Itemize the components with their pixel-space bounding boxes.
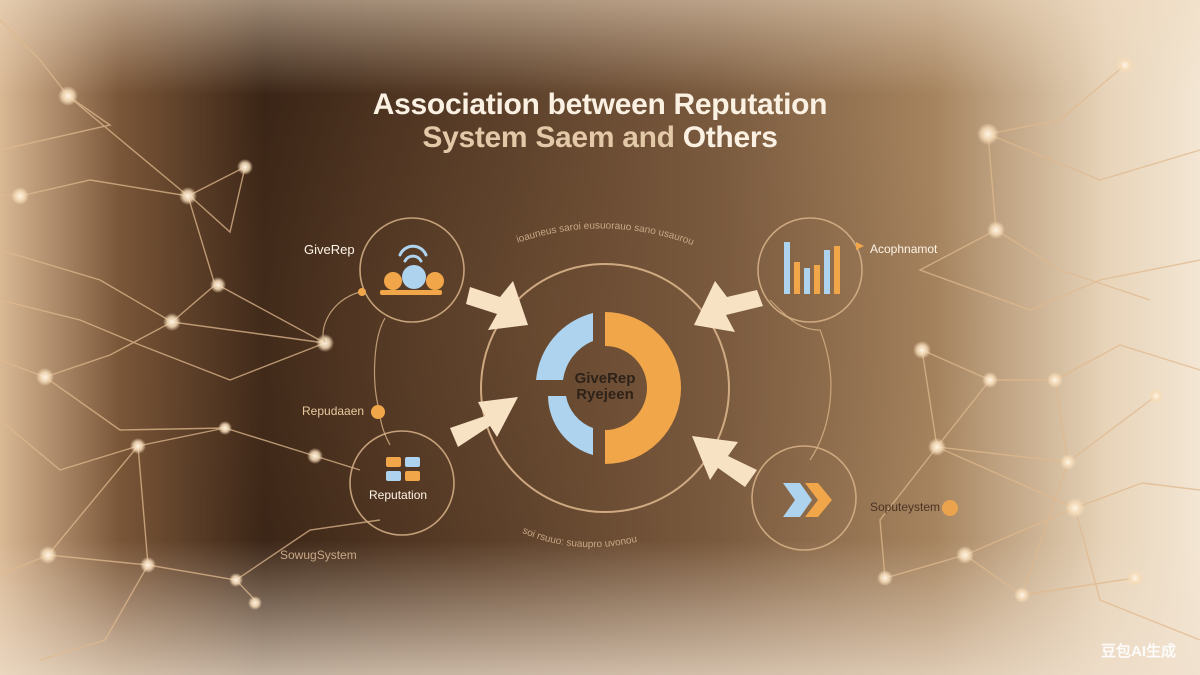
network-line [0, 376, 226, 576]
network-line [224, 427, 361, 471]
arrow-top-right [694, 281, 763, 332]
network-node [218, 421, 232, 435]
network-line [1074, 507, 1200, 641]
satellite-ring-reputation [349, 430, 455, 536]
network-node [977, 123, 999, 145]
donut-segment-blue-bottom [548, 396, 593, 455]
donut-segment-blue-top [536, 313, 593, 380]
network-node [1116, 56, 1134, 74]
giverep-label: GiveRep [304, 242, 355, 257]
center-donut [536, 312, 681, 464]
connector-line [769, 299, 821, 331]
title-highlight: Others [682, 121, 778, 154]
acquisition-marker [856, 242, 864, 250]
reputation-label: Reputation [369, 488, 428, 502]
satellite-ring-giverep [359, 217, 465, 323]
network-node [237, 159, 253, 175]
network-node [58, 86, 78, 106]
network-line [67, 95, 326, 344]
sputoystem-label: Soputeystem [870, 500, 941, 514]
center-label-line-1: GiveRep [574, 370, 636, 387]
network-node [36, 368, 54, 386]
giverep-icon [380, 244, 444, 295]
network-line [995, 229, 1151, 301]
central-ring [480, 263, 730, 513]
network-line [0, 249, 174, 378]
bar-chart-icon [784, 242, 840, 294]
network-node [307, 448, 323, 464]
network-node [11, 187, 29, 205]
network-line [235, 519, 381, 581]
network-node [1065, 498, 1085, 518]
arrow-bottom-left [450, 397, 518, 447]
network-line [0, 165, 247, 234]
arc-caption-top: ioauneus saroi eusuorauo sano usaurou [515, 220, 695, 248]
satellite-ring-sputoystem [751, 445, 857, 551]
network-line [879, 379, 1136, 596]
network-line [0, 299, 326, 381]
arrows [450, 281, 763, 487]
network-node [913, 341, 931, 359]
title-line-1: Association between Reputation [372, 88, 828, 121]
satellite-connectors [322, 291, 832, 461]
reputation-grid-icon [386, 457, 420, 481]
network-line [918, 133, 1200, 311]
soving-system-label: SowugSystem [280, 548, 357, 562]
network-line [0, 19, 112, 151]
network-node [229, 573, 243, 587]
network-line [0, 419, 139, 471]
network-line [1054, 379, 1069, 463]
network-node [956, 546, 974, 564]
reputation-dot-label: Repudaaen [302, 404, 365, 418]
network-line [137, 445, 256, 601]
connector-line [322, 291, 361, 344]
donut-segment-orange [605, 312, 681, 464]
network-node [248, 596, 262, 610]
acquisition-label: Acophnamot [870, 242, 938, 256]
arrow-bottom-right [692, 436, 757, 487]
network-line [964, 507, 1076, 556]
arrow-top-left [466, 281, 528, 330]
giverep-dot [358, 288, 366, 296]
network-line [985, 64, 1200, 181]
connector-line [373, 317, 386, 413]
network-node [1014, 587, 1030, 603]
network-node [877, 570, 893, 586]
network-nodes [11, 56, 1164, 610]
satellite-ring-acquisition [757, 217, 863, 323]
connector-line [809, 329, 832, 461]
watermark: 豆包AI生成 [1100, 643, 1176, 660]
center-label-line-2: Ryejeen [576, 386, 634, 403]
arc-caption-bottom: soi rsuuo: suaupro uvonou [521, 525, 638, 550]
network-node [130, 438, 146, 454]
network-node [140, 557, 156, 573]
sputoystem-dot [942, 500, 958, 516]
network-node [210, 277, 226, 293]
network-node [179, 187, 197, 205]
title-line-2-text: System Saem and [422, 121, 683, 154]
network-node [982, 372, 998, 388]
network-node [987, 221, 1005, 239]
title-line-2: System Saem and Others [300, 121, 900, 155]
network-node [1126, 569, 1144, 587]
network-node [39, 546, 57, 564]
network-node [1047, 372, 1063, 388]
network-node [1148, 388, 1164, 404]
reputation-dot [371, 405, 385, 419]
network-line [936, 446, 1200, 509]
network-node [163, 313, 181, 331]
network-line [39, 554, 150, 661]
network-line [921, 349, 1157, 463]
network-line [1021, 461, 1069, 596]
chevron-icon [783, 483, 832, 517]
network-node [1060, 454, 1076, 470]
network-node [928, 438, 946, 456]
